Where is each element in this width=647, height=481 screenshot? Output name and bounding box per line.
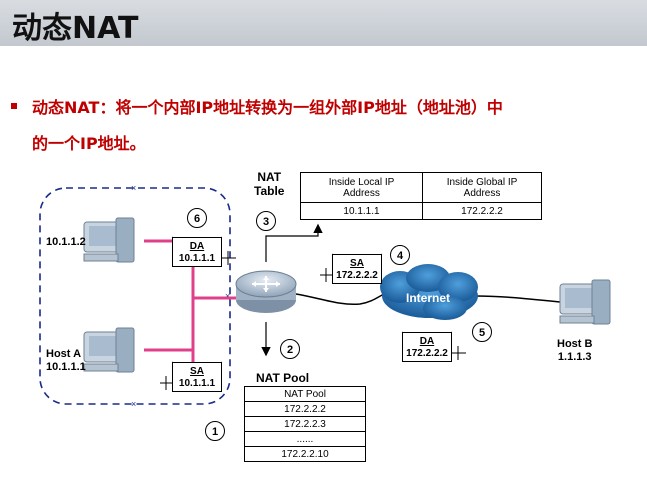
host-a-name: Host A	[46, 348, 82, 360]
host-b-icon	[559, 279, 611, 325]
nat-pool-cell: ......	[244, 431, 366, 447]
nat-pool-cell: 172.2.2.10	[244, 446, 366, 462]
lan-marker-bottom: ×	[131, 399, 136, 409]
step-number-2: 2	[280, 339, 300, 359]
step-number-4: 4	[390, 245, 410, 265]
wan-link-router-internet	[295, 293, 385, 306]
host-b-label: Host B 1.1.1.3	[557, 338, 592, 364]
nat-table-cell-local: 10.1.1.1	[300, 202, 423, 220]
nat-pool-cell: NAT Pool	[244, 386, 366, 402]
nat-table-header-global-line-2: Address	[463, 187, 501, 199]
packet-address: 172.2.2.2	[336, 270, 378, 281]
nat-pool-cell: 172.2.2.2	[244, 401, 366, 417]
nat-table: Inside Local IP Address Inside Global IP…	[300, 172, 542, 220]
nat-table-header-local: Inside Local IP Address	[300, 172, 423, 203]
host-a-label: Host A 10.1.1.1	[46, 348, 86, 374]
nat-pool-table: NAT Pool 172.2.2.2 172.2.2.3 ...... 172.…	[244, 386, 366, 462]
arrow-to-nat-table	[265, 223, 323, 262]
nat-table-header-local-line-2: Address	[343, 187, 380, 199]
bullet-marker	[11, 103, 17, 109]
nat-pool-cell: 172.2.2.3	[244, 416, 366, 432]
table-row: 10.1.1.1 172.2.2.2	[300, 202, 542, 220]
nat-table-label: NAT Table	[254, 170, 284, 198]
nat-table-header-global: Inside Global IP Address	[422, 172, 542, 203]
lan-marker-right: ×	[225, 291, 230, 301]
nat-table-label-line-2: Table	[254, 184, 285, 198]
bullet-separator: ：	[99, 98, 116, 117]
nat-table-label-line-1: NAT	[257, 170, 282, 184]
packet-sa-outside: SA 172.2.2.2	[332, 254, 382, 284]
bullet-line-1: 动态NAT：将一个内部IP地址转换为一组外部IP地址（地址池）中	[32, 94, 503, 118]
nat-pool-label: NAT Pool	[256, 371, 310, 385]
table-row: ......	[244, 431, 366, 447]
packet-address: 172.2.2.2	[406, 348, 448, 359]
table-row: 172.2.2.2	[244, 401, 366, 417]
host-a-icon	[83, 327, 135, 373]
host-top-address: 10.1.1.2	[46, 236, 86, 248]
table-row: 172.2.2.3	[244, 416, 366, 432]
packet-field: SA	[350, 258, 364, 269]
router-icon	[235, 270, 297, 313]
bullet-text-1: 将一个内部IP地址转换为一组外部IP地址（地址池）中	[115, 98, 503, 117]
step-number-5: 5	[472, 322, 492, 342]
packet-da-inside: DA 10.1.1.1	[172, 237, 222, 267]
host-top-icon	[83, 217, 135, 263]
nat-table-header-local-line-1: Inside Local IP	[328, 176, 395, 188]
host-a-address: 10.1.1.1	[46, 361, 86, 373]
packet-sa-inside: SA 10.1.1.1	[172, 362, 222, 392]
packet-field: SA	[190, 366, 204, 377]
nat-table-header-global-line-1: Inside Global IP	[446, 176, 518, 188]
host-b-address: 1.1.1.3	[557, 351, 592, 363]
wan-link-internet-hostb	[475, 295, 561, 303]
bullet-text-2: 的一个IP地址。	[32, 134, 146, 153]
internet-cloud-icon	[380, 264, 478, 320]
packet-address: 10.1.1.1	[178, 378, 216, 389]
packet-field: DA	[419, 336, 435, 347]
host-b-name: Host B	[557, 338, 593, 350]
page-title: 动态NAT	[12, 11, 139, 46]
nat-table-cell-global: 172.2.2.2	[422, 202, 542, 220]
table-row: 172.2.2.10	[244, 446, 366, 462]
step-number-1: 1	[205, 421, 225, 441]
packet-field: DA	[189, 241, 205, 252]
bullet-line-2: 的一个IP地址。	[32, 130, 146, 154]
packet-da-outside: DA 172.2.2.2	[402, 332, 452, 362]
table-row: NAT Pool	[244, 386, 366, 402]
bullet-term: 动态NAT	[32, 98, 100, 117]
packet-tick-lines	[160, 251, 466, 390]
lan-marker-top: ×	[131, 183, 136, 193]
step-number-6: 6	[187, 208, 207, 228]
packet-address: 10.1.1.1	[178, 253, 216, 264]
nat-table-header-row: Inside Local IP Address Inside Global IP…	[300, 172, 542, 203]
title-bar: 动态NAT	[0, 0, 647, 46]
internet-label: Internet	[406, 291, 451, 305]
step-number-3: 3	[256, 211, 276, 231]
